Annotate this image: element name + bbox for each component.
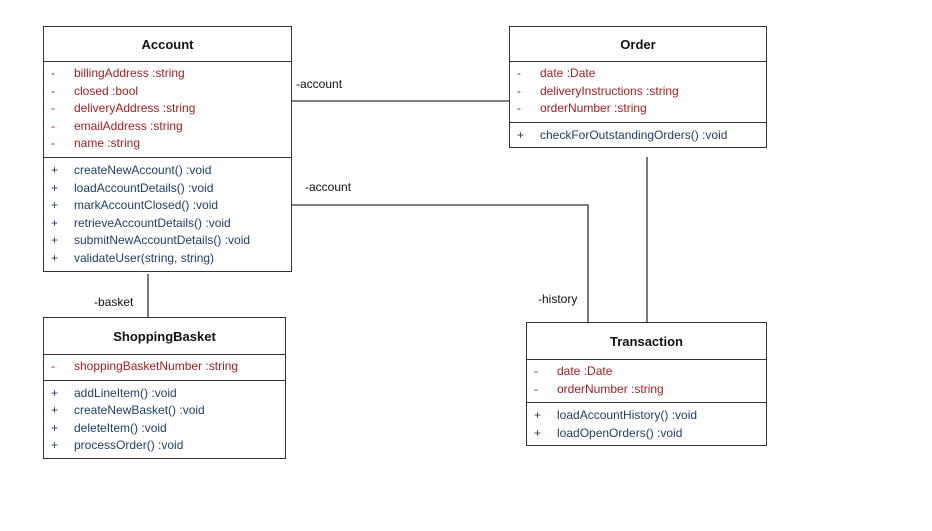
visibility-marker: + (51, 385, 59, 400)
class-account-attributes: - billingAddress :string - closed :bool - del… (44, 62, 291, 158)
visibility-marker: - (51, 66, 55, 80)
operation-row: + retrieveAccountDetails() :void (44, 215, 291, 233)
attribute-text: orderNumber :string (540, 101, 647, 116)
attribute-text: name :string (74, 136, 141, 151)
operation-row: + markAccountClosed() :void (44, 197, 291, 215)
operation-text: loadAccountDetails() :void (74, 180, 214, 195)
attribute-row: - shoppingBasketNumber :string (44, 358, 285, 376)
visibility-marker: - (517, 66, 521, 80)
attribute-row: - orderNumber :string (527, 381, 766, 399)
visibility-marker: + (51, 180, 59, 195)
class-shoppingbasket-attributes: - shoppingBasketNumber :string (44, 355, 285, 381)
attribute-row: - date :Date (510, 65, 766, 83)
attribute-row: - orderNumber :string (510, 100, 766, 118)
attribute-row: - closed :bool (44, 83, 291, 101)
association-account-transaction (291, 204, 589, 322)
class-account-name: Account (44, 27, 291, 62)
class-order-operations: + checkForOutstandingOrders() :void (510, 123, 766, 148)
visibility-marker: + (51, 198, 59, 213)
class-transaction[interactable]: Transaction - date :Date - orderNumber :str… (526, 322, 767, 447)
class-account[interactable]: Account - billingAddress :string - closed :… (43, 26, 292, 272)
visibility-marker: + (534, 425, 542, 440)
visibility-marker: - (517, 83, 521, 98)
visibility-marker: + (534, 408, 542, 423)
operation-text: validateUser(string, string) (74, 250, 215, 265)
attribute-row: - name :string (44, 135, 291, 153)
label-basket: -basket (94, 295, 134, 309)
label-history: -history (538, 292, 578, 306)
visibility-marker: - (51, 83, 55, 98)
visibility-marker: + (51, 250, 59, 265)
attribute-text: billingAddress :string (74, 66, 185, 80)
operation-row: + createNewBasket() :void (44, 402, 285, 420)
operation-text: loadOpenOrders() :void (557, 425, 683, 440)
operation-row: + validateUser(string, string) (44, 250, 291, 268)
label-account-order: -account (296, 77, 343, 91)
operation-row: + createNewAccount() :void (44, 162, 291, 180)
visibility-marker: - (51, 136, 55, 151)
visibility-marker: - (534, 381, 538, 396)
visibility-marker: + (51, 215, 59, 230)
visibility-marker: - (51, 359, 55, 373)
attribute-row: - billingAddress :string (44, 65, 291, 83)
attribute-text: date :Date (557, 364, 613, 378)
attribute-text: closed :bool (74, 83, 139, 98)
class-transaction-name: Transaction (527, 323, 766, 360)
visibility-marker: + (51, 162, 59, 177)
visibility-marker: + (51, 438, 59, 453)
operation-row: + loadOpenOrders() :void (527, 425, 766, 443)
operation-row: + loadAccountHistory() :void (527, 407, 766, 425)
visibility-marker: - (51, 101, 55, 116)
operation-row: + processOrder() :void (44, 437, 285, 455)
operation-text: submitNewAccountDetails() :void (74, 233, 251, 248)
class-shoppingbasket[interactable]: ShoppingBasket - shoppingBasketNumber :st… (43, 317, 286, 459)
visibility-marker: + (51, 403, 59, 418)
label-account-transaction: -account (305, 180, 352, 194)
visibility-marker: - (51, 118, 55, 133)
attribute-row: - date :Date (527, 363, 766, 381)
operation-row: + deleteItem() :void (44, 420, 285, 438)
operation-text: processOrder() :void (74, 438, 184, 453)
class-order-name: Order (510, 27, 766, 62)
class-account-operations: + createNewAccount() :void + loadAccountDet… (44, 158, 291, 271)
operation-text: deleteItem() :void (74, 420, 167, 435)
attribute-row: - deliveryAddress :string (44, 100, 291, 118)
operation-text: markAccountClosed() :void (74, 198, 219, 213)
visibility-marker: + (51, 233, 59, 248)
operation-row: + submitNewAccountDetails() :void (44, 232, 291, 250)
operation-text: retrieveAccountDetails() :void (74, 215, 231, 230)
class-order[interactable]: Order - date :Date - deliveryInstructions :… (509, 26, 767, 149)
attribute-text: shoppingBasketNumber :string (74, 359, 239, 373)
visibility-marker: + (517, 127, 525, 142)
class-transaction-operations: + loadAccountHistory() :void + loadOpenOrde… (527, 403, 766, 445)
attribute-row: - emailAddress :string (44, 118, 291, 136)
operation-text: createNewBasket() :void (74, 403, 205, 418)
operation-text: createNewAccount() :void (74, 162, 212, 177)
operation-text: loadAccountHistory() :void (557, 408, 698, 423)
operation-text: addLineItem() :void (74, 385, 177, 400)
operation-row: + loadAccountDetails() :void (44, 180, 291, 198)
operation-row: + addLineItem() :void (44, 385, 285, 403)
operation-text: checkForOutstandingOrders() :void (540, 127, 728, 142)
attribute-text: date :Date (540, 66, 596, 80)
class-order-attributes: - date :Date - deliveryInstructions :string… (510, 62, 766, 123)
attribute-text: orderNumber :string (557, 381, 664, 396)
class-shoppingbasket-name: ShoppingBasket (44, 318, 285, 355)
attribute-text: deliveryInstructions :string (540, 83, 679, 98)
class-shoppingbasket-operations: + addLineItem() :void + createNewBasket() :… (44, 381, 285, 458)
attribute-text: emailAddress :string (74, 118, 183, 133)
class-transaction-attributes: - date :Date - orderNumber :string (527, 360, 766, 404)
visibility-marker: - (534, 364, 538, 378)
visibility-marker: - (517, 101, 521, 116)
operation-row: + checkForOutstandingOrders() :void (510, 127, 766, 145)
attribute-text: deliveryAddress :string (74, 101, 196, 116)
visibility-marker: + (51, 420, 59, 435)
attribute-row: - deliveryInstructions :string (510, 83, 766, 101)
